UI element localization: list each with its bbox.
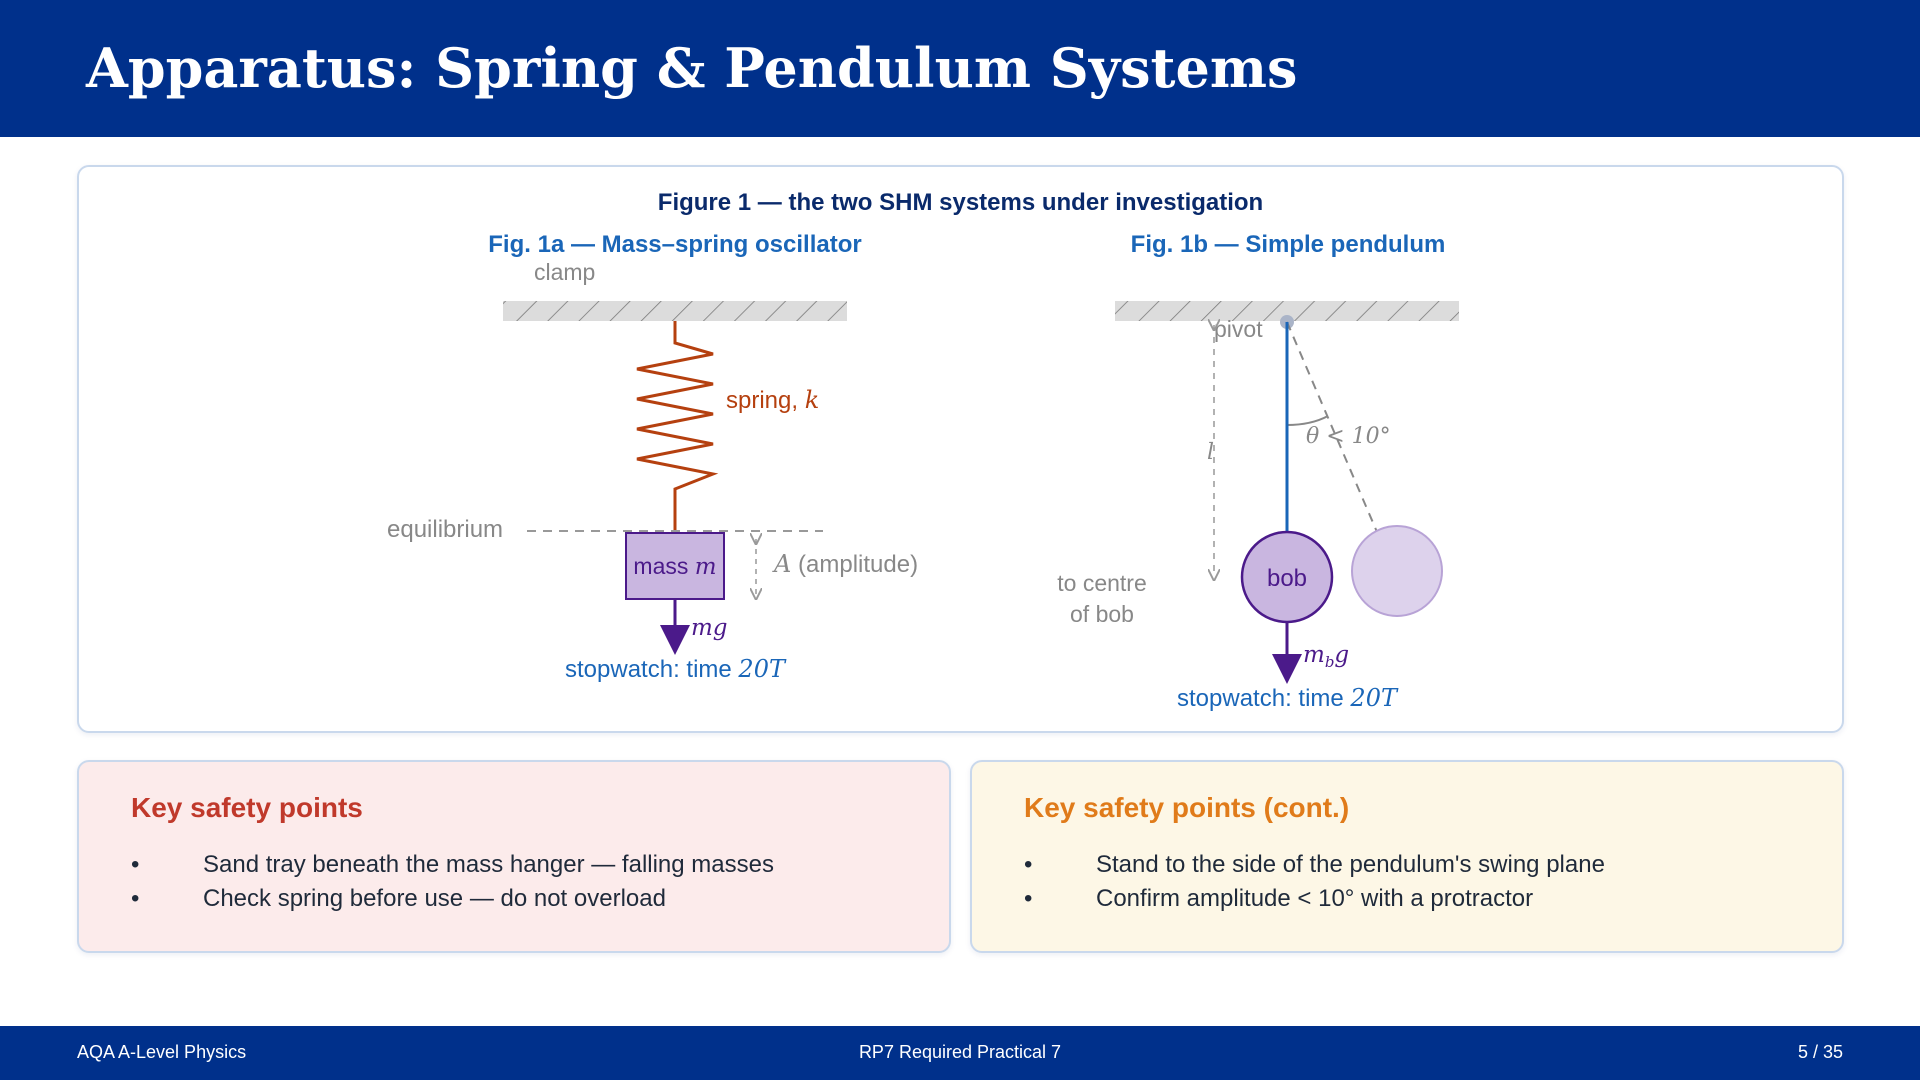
safety-list-left: Sand tray beneath the mass hanger — fall…	[131, 848, 774, 916]
list-item: Stand to the side of the pendulum's swin…	[1024, 848, 1605, 882]
clamp-label: clamp	[534, 259, 595, 285]
safety-title-right: Key safety points (cont.)	[1024, 792, 1350, 823]
mass-weight-label: mg	[691, 615, 728, 641]
fig1b-stopwatch-label: stopwatch: time 20T	[1177, 684, 1399, 712]
page-number: 5 / 35	[1797, 1042, 1843, 1062]
length-label: l	[1207, 440, 1214, 465]
pivot-label: pivot	[1214, 316, 1263, 342]
angle-arc	[1286, 415, 1329, 426]
spring-coil	[636, 321, 719, 533]
safety-card-left: Key safety points Sand tray beneath the …	[77, 760, 951, 953]
safety-card-right: Key safety points (cont.) Stand to the s…	[970, 760, 1844, 953]
fig1b-pendulum: Fig. 1b — Simple pendulum pivot l θ < 10…	[1057, 231, 1459, 712]
figure-caption: Figure 1 — the two SHM systems under inv…	[657, 189, 1264, 216]
footer-course: AQA A-Level Physics	[77, 1042, 247, 1062]
bob-label: bob	[1267, 565, 1307, 592]
list-item: Sand tray beneath the mass hanger — fall…	[131, 848, 774, 882]
safety-list-right: Stand to the side of the pendulum's swin…	[1024, 848, 1605, 916]
mass-block	[625, 532, 725, 600]
fig1a-mass-spring: Fig. 1a — Mass–spring oscillator clamp s…	[387, 231, 918, 683]
displaced-string	[1286, 321, 1378, 533]
list-item: Confirm amplitude < 10° with a protracto…	[1024, 882, 1605, 916]
bob-weight-label: mbg	[1303, 642, 1349, 671]
title-bar: Apparatus: Spring & Pendulum Systems	[0, 0, 1920, 137]
list-item: Check spring before use — do not overloa…	[131, 882, 774, 916]
fig1a-stopwatch-label: stopwatch: time 20T	[565, 655, 787, 683]
mass-label: mass m	[633, 553, 716, 580]
amplitude-label: A (amplitude)	[772, 550, 918, 578]
footer-practical: RP7 Required Practical 7	[858, 1042, 1062, 1062]
figure-card: Figure 1 — the two SHM systems under inv…	[77, 165, 1844, 733]
safety-title-left: Key safety points	[131, 792, 363, 823]
pendulum-support	[1115, 301, 1459, 321]
to-centre-label-line1: to centre	[1057, 570, 1147, 596]
to-centre-label-line2: of bob	[1070, 601, 1134, 627]
angle-label: θ < 10°	[1306, 424, 1391, 449]
fig1b-title: Fig. 1b — Simple pendulum	[1131, 231, 1446, 258]
clamp-bar	[503, 301, 847, 321]
fig1a-title: Fig. 1a — Mass–spring oscillator	[488, 231, 861, 258]
equilibrium-label: equilibrium	[387, 516, 503, 543]
figure-diagram: Fig. 1a — Mass–spring oscillator clamp s…	[387, 231, 1459, 712]
footer-bar: AQA A-Level Physics RP7 Required Practic…	[0, 1026, 1920, 1080]
spring-label: spring, k	[726, 386, 819, 414]
slide-title: Apparatus: Spring & Pendulum Systems	[86, 36, 1298, 100]
displaced-bob	[1351, 525, 1443, 617]
